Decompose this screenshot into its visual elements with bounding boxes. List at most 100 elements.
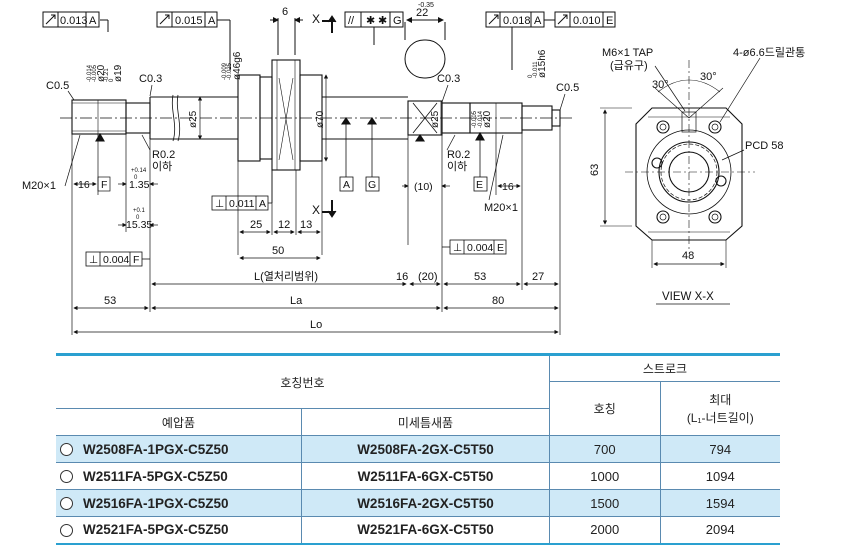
svg-text:13: 13 <box>300 219 312 231</box>
preload-model: W2516FA-1PGX-C5Z50 <box>83 495 229 511</box>
preload-model: W2508FA-1PGX-C5Z50 <box>83 441 229 457</box>
diameter-labels: ø20 -0.005 -0.014 ø19 0 -0.21 ø46g6 -0.0… <box>87 49 548 128</box>
row-radio[interactable] <box>60 443 73 457</box>
svg-text:(급유구): (급유구) <box>610 59 648 72</box>
svg-text:6: 6 <box>282 6 288 18</box>
geo-tolerance-frame-mid: 0.015 A <box>156 11 231 70</box>
micro-model: W2511FA-6GX-C5T50 <box>301 462 550 490</box>
svg-text:ø20: ø20 <box>96 64 107 82</box>
svg-text:25: 25 <box>250 219 262 231</box>
svg-text:X: X <box>312 12 320 26</box>
nominal-stroke: 1500 <box>549 489 661 517</box>
svg-text:ø15h6: ø15h6 <box>537 49 548 78</box>
nut-body <box>271 59 301 171</box>
svg-text:C0.3: C0.3 <box>437 73 460 85</box>
svg-text:X: X <box>312 203 320 217</box>
preload-model-cell[interactable]: W2516FA-1PGX-C5Z50 <box>56 489 302 517</box>
svg-text:30°: 30° <box>652 79 669 91</box>
svg-text:E: E <box>476 179 483 191</box>
svg-text:ø25: ø25 <box>430 110 441 128</box>
svg-text:-0.011: -0.011 <box>533 61 539 78</box>
right-small-dim-text: (10) 16 <box>414 181 514 193</box>
svg-text:27: 27 <box>532 271 544 283</box>
preload-model: W2511FA-5PGX-C5Z50 <box>83 468 228 484</box>
row-radio[interactable] <box>60 470 73 484</box>
svg-text:-0.014: -0.014 <box>87 64 93 82</box>
header-max-label: 최대 <box>709 392 732 407</box>
view-x-x <box>600 57 761 268</box>
svg-text:0.015: 0.015 <box>175 15 203 27</box>
preload-model-cell[interactable]: W2508FA-1PGX-C5Z50 <box>56 435 302 463</box>
svg-text:G: G <box>393 15 402 27</box>
svg-text:(20): (20) <box>418 271 438 283</box>
svg-text:-0.21: -0.21 <box>104 68 110 82</box>
svg-text:4-ø6.6드릴관통: 4-ø6.6드릴관통 <box>733 46 805 59</box>
header-designation: 호칭번호 <box>56 353 550 409</box>
bolt-hole-2 <box>708 120 722 134</box>
right-small-dims <box>402 133 523 312</box>
svg-text:0.004: 0.004 <box>103 254 129 266</box>
perp-frame-right <box>442 239 507 255</box>
section-mark-bottom: X <box>312 200 337 218</box>
svg-text:C0.5: C0.5 <box>46 80 69 92</box>
header-nominal: 호칭 <box>549 381 661 436</box>
perp-frame-left <box>85 251 150 267</box>
nominal-stroke: 1000 <box>549 462 661 490</box>
table-row[interactable]: W2516FA-1PGX-C5Z50 W2516FA-2GX-C5T50 150… <box>56 489 780 517</box>
nominal-stroke: 2000 <box>549 516 661 545</box>
svg-text:(10): (10) <box>414 181 433 193</box>
svg-text:ø70: ø70 <box>315 110 326 128</box>
row-radio[interactable] <box>60 497 73 511</box>
table-row[interactable]: W2521FA-5PGX-C5Z50 W2521FA-6GX-C5T50 200… <box>56 516 780 545</box>
svg-text:48: 48 <box>682 250 694 262</box>
svg-text:이하: 이하 <box>447 159 467 173</box>
svg-text:0: 0 <box>134 175 138 181</box>
bolt-hole-4 <box>708 210 722 224</box>
row-radio[interactable] <box>60 524 73 538</box>
svg-text:0.013: 0.013 <box>60 15 88 27</box>
svg-text:⊥: ⊥ <box>453 242 462 254</box>
datum-letters: A G E <box>343 179 483 191</box>
datum-boxes <box>339 124 488 192</box>
micro-model: W2516FA-2GX-C5T50 <box>301 489 550 517</box>
svg-text:ø25: ø25 <box>188 110 199 128</box>
svg-text:53: 53 <box>104 295 116 307</box>
svg-text:R0.2: R0.2 <box>152 149 175 161</box>
svg-text:R0.2: R0.2 <box>447 149 470 161</box>
svg-text:16: 16 <box>396 271 408 283</box>
svg-text:0: 0 <box>109 78 115 82</box>
header-preload: 예압품 <box>56 408 302 436</box>
svg-text:E: E <box>497 242 504 254</box>
svg-text:A: A <box>259 198 266 210</box>
svg-text:M20×1: M20×1 <box>22 180 56 192</box>
svg-text:-0.025: -0.025 <box>227 62 233 80</box>
table-row[interactable]: W2508FA-1PGX-C5Z50 W2508FA-2GX-C5T50 700… <box>56 435 780 463</box>
svg-text:+0.14: +0.14 <box>131 168 147 174</box>
table-row[interactable]: W2511FA-5PGX-C5Z50 W2511FA-6GX-C5T50 100… <box>56 462 780 490</box>
svg-text:15.35: 15.35 <box>126 219 152 231</box>
svg-text:0: 0 <box>136 215 140 221</box>
max-stroke: 1094 <box>660 462 780 490</box>
micro-model: W2508FA-2GX-C5T50 <box>301 435 550 463</box>
svg-text:C0.3: C0.3 <box>139 73 162 85</box>
symmetry-tolerance-frame: // ✱ ✱ G <box>344 11 404 45</box>
preload-model-cell[interactable]: W2511FA-5PGX-C5Z50 <box>56 462 302 490</box>
nut-dim-text: 25 12 13 50 <box>250 219 312 257</box>
keyway-detail: 22 -0.35 <box>404 2 446 79</box>
length-text: L(열처리범위) 16 (20) 53 27 53 La 80 Lo <box>104 270 544 331</box>
left-small-dim-text: 16 F 1.35 +0.14 0 15.35 +0.1 0 <box>78 168 152 231</box>
svg-text:16: 16 <box>78 179 90 191</box>
svg-text:F: F <box>101 179 107 191</box>
svg-text:L(열처리범위): L(열처리범위) <box>254 270 318 283</box>
geo-tolerance-frame-right: 0.018 A 0.010 E <box>485 11 616 70</box>
length-dims <box>71 126 561 335</box>
svg-text:M20×1: M20×1 <box>484 202 518 214</box>
header-max: 최대 (L₁-너트길이) <box>660 381 780 436</box>
header-stroke: 스트로크 <box>549 353 780 382</box>
specification-table: 호칭번호 스트로크 호칭 최대 (L₁-너트길이) 예압품 미세틈새품 W250… <box>56 353 780 545</box>
svg-text:Lo: Lo <box>310 319 322 331</box>
svg-text:A: A <box>89 15 97 27</box>
geo-tolerance-frame-left: 0.013 A <box>42 11 109 32</box>
preload-model-cell[interactable]: W2521FA-5PGX-C5Z50 <box>56 516 302 545</box>
bolt-hole-1 <box>656 120 670 134</box>
